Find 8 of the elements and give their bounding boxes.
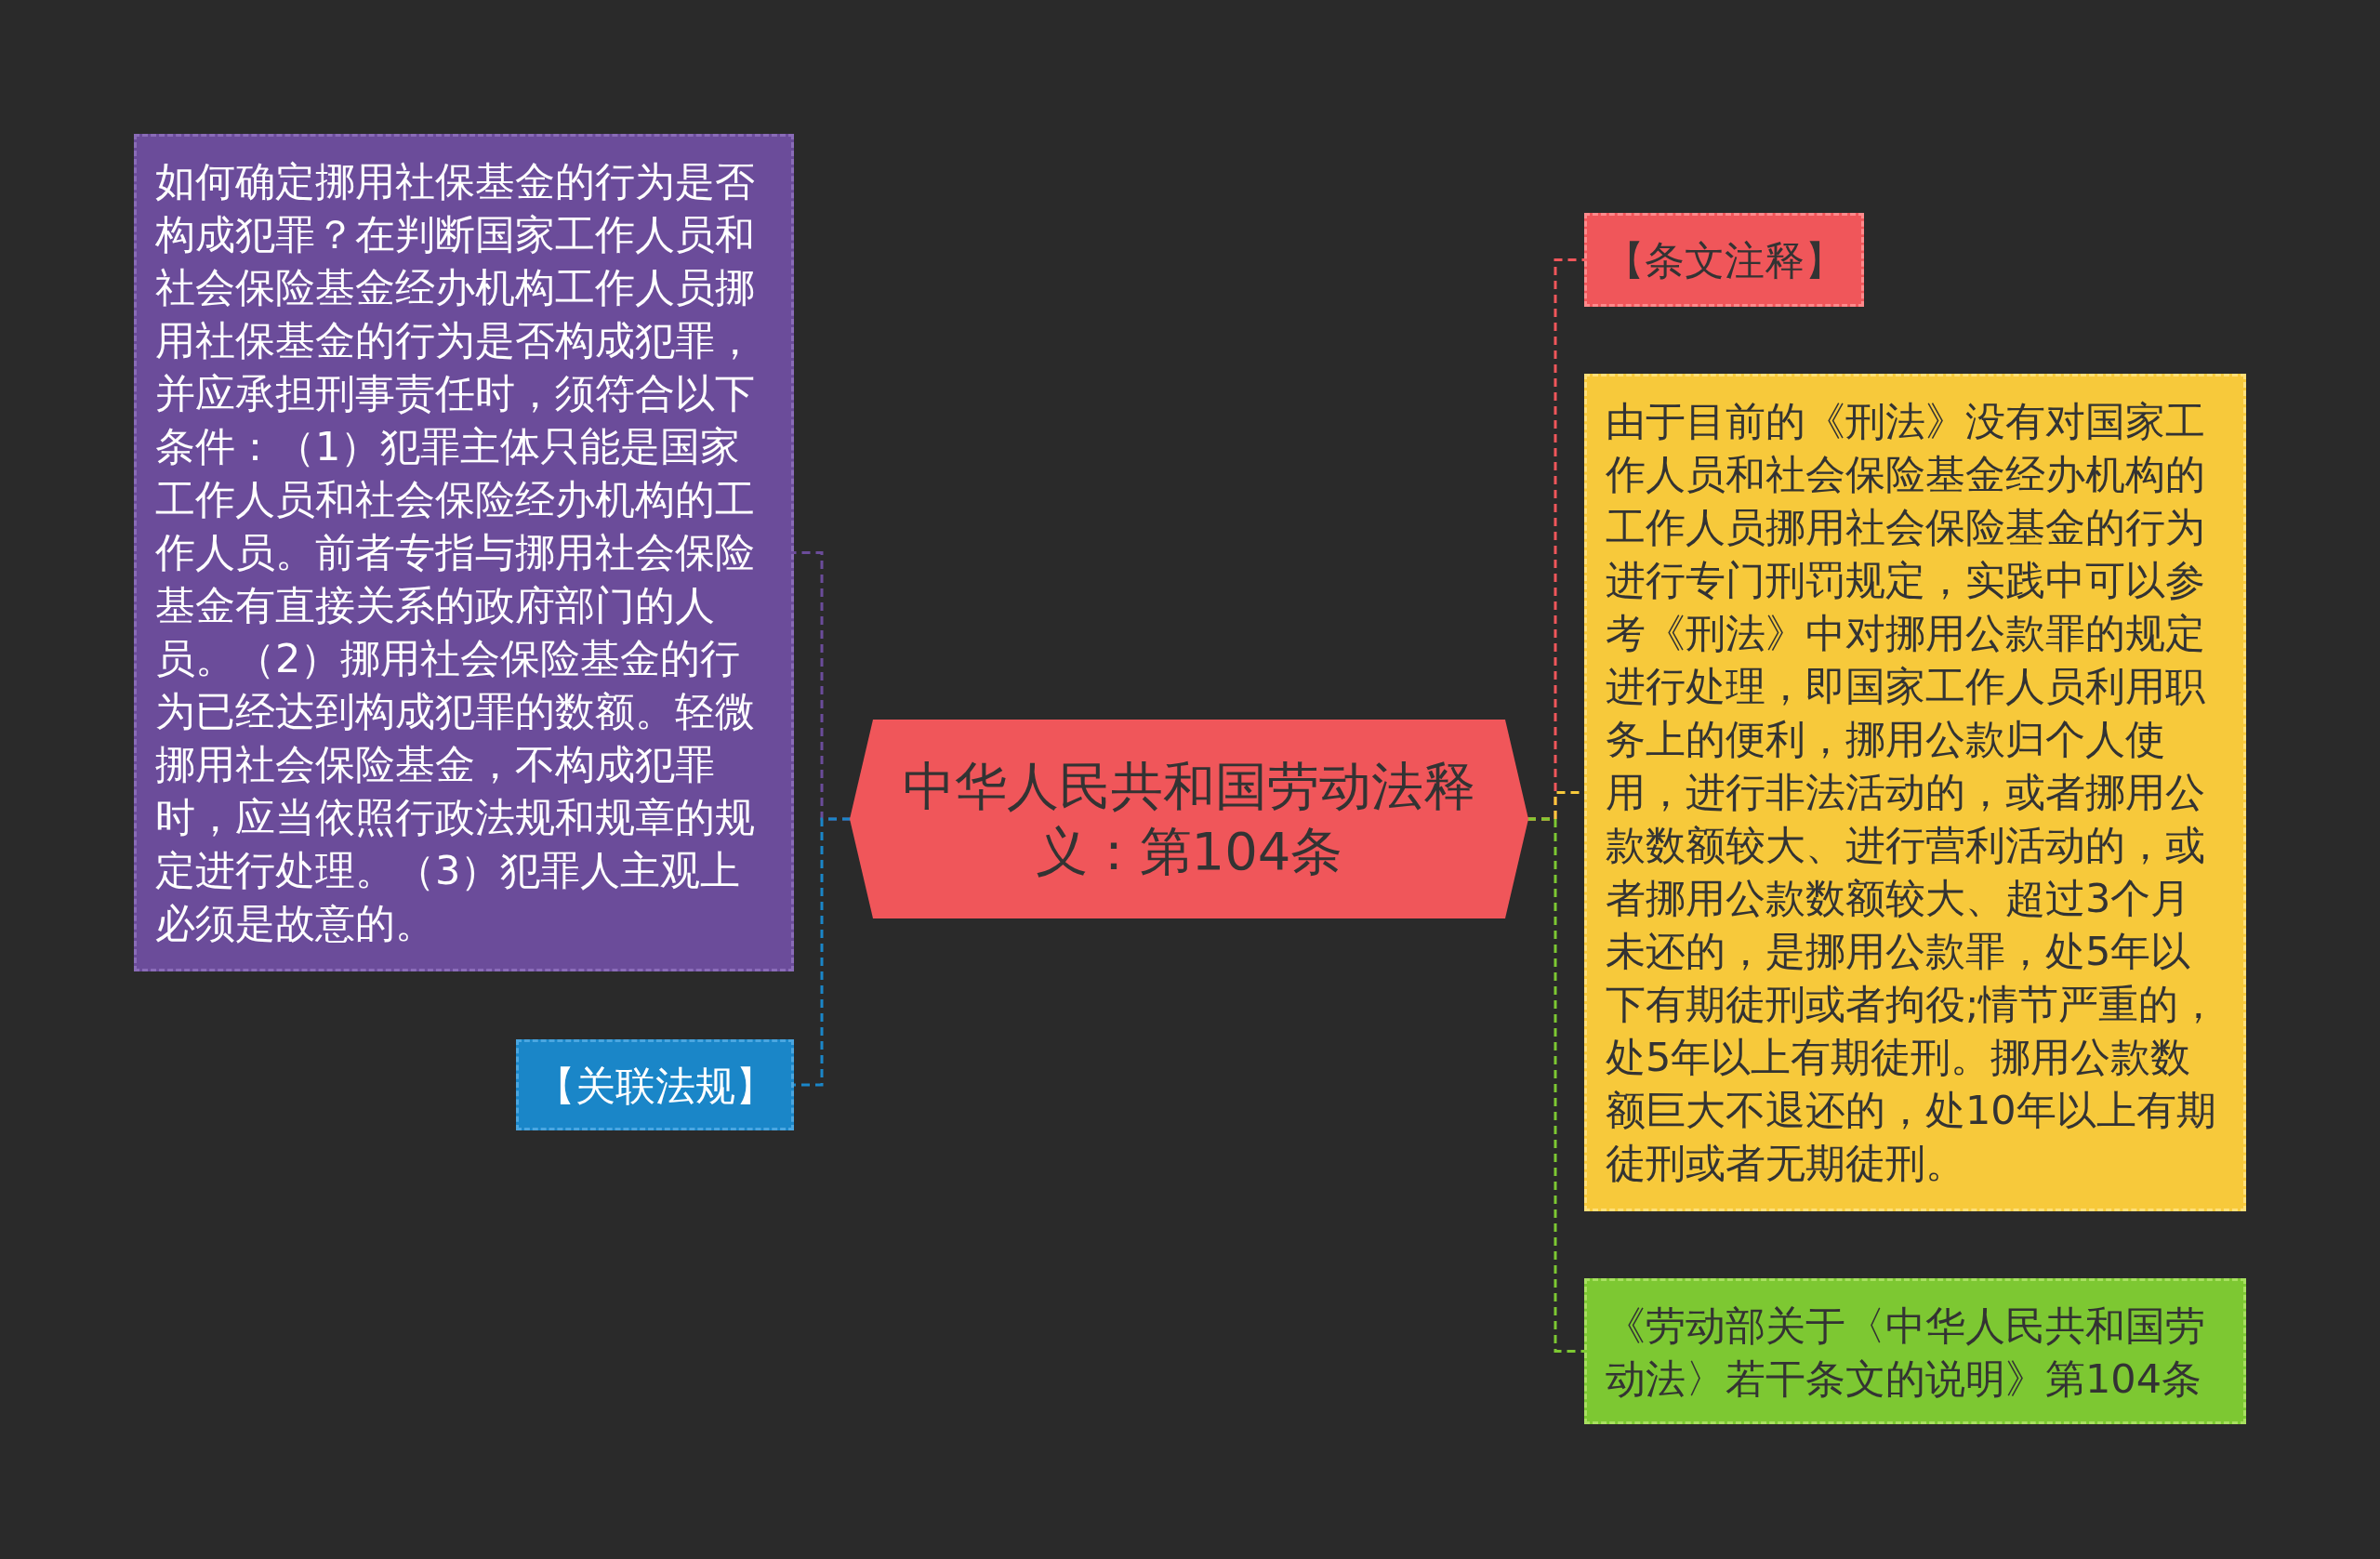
- connector-line: [794, 817, 851, 1087]
- tag-box: 【关联法规】: [516, 1039, 794, 1130]
- tag-box: 【条文注释】: [1584, 213, 1864, 307]
- connector-line: [1527, 817, 1584, 1353]
- text-box: 如何确定挪用社保基金的行为是否构成犯罪？在判断国家工作人员和社会保险基金经办机构工作人员挪用社保基金的行为是否构成犯罪，并应承担刑事责任时，须符合以下条件：（1）犯罪主体只能是国家工作人员和社会保险经办机构的工作人员。前者专指与挪用社会保险基金有直接关系的政府部门的人员。（2）挪用社会保险基金的行为已经达到构成犯罪的数额。轻微挪用社会保险基金，不构成犯罪时，应当依照行政法规和规章的规定进行处理。（3）犯罪人主观上必须是故意的。: [134, 134, 794, 971]
- text-box: 由于目前的《刑法》没有对国家工作人员和社会保险基金经办机构的工作人员挪用社会保险基金的行为进行专门刑罚规定，实践中可以参考《刑法》中对挪用公款罪的规定进行处理，即国家工作人员利用职务上的便利，挪用公款归个人使用，进行非法活动的，或者挪用公款数额较大、进行营利活动的，或者挪用公款数额较大、超过3个月未还的，是挪用公款罪，处5年以下有期徒刑或者拘役;情节严重的，处5年以上有期徒刑。挪用公款数额巨大不退还的，处10年以上有期徒刑或者无期徒刑。: [1584, 374, 2246, 1211]
- topic-hexagon: 中华人民共和国劳动法释义：第104条: [850, 720, 1528, 918]
- text-box: 《劳动部关于〈中华人民共和国劳动法〉若干条文的说明》第104条: [1584, 1278, 2246, 1424]
